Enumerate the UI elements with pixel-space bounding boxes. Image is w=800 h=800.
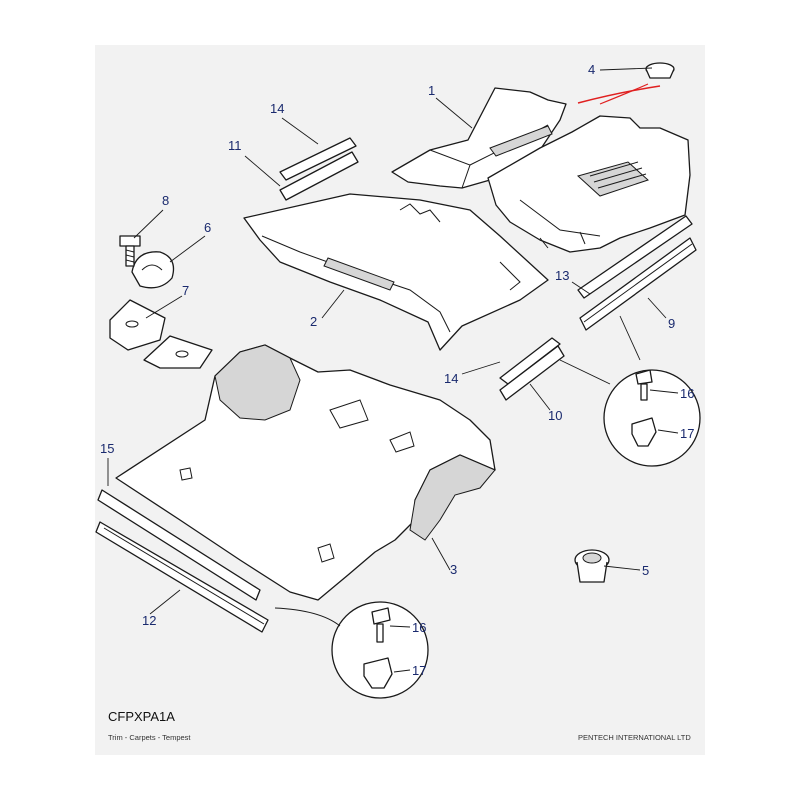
- fastener-detail-right: [603, 369, 701, 467]
- callout-11: 11: [228, 138, 242, 153]
- callout-17b: 17: [412, 663, 426, 678]
- callout-1: 1: [428, 83, 435, 98]
- part-3-rear-carpet[interactable]: [115, 344, 496, 601]
- part-4-plug[interactable]: [577, 62, 675, 105]
- callout-14b: 14: [444, 371, 458, 386]
- callout-12: 12: [142, 613, 156, 628]
- part-7-bracket[interactable]: [109, 299, 213, 369]
- callout-4: 4: [588, 62, 595, 77]
- part-17-clip-right: [631, 417, 657, 447]
- part-8-bolt[interactable]: [119, 235, 141, 267]
- part-12-long-sill[interactable]: [95, 521, 269, 633]
- part-10-sill-trim[interactable]: [499, 337, 565, 401]
- callout-16a: 16: [680, 386, 694, 401]
- part-9-sill-trim[interactable]: [577, 215, 697, 331]
- callout-13: 13: [555, 268, 569, 283]
- part-6-lashing-ring[interactable]: [131, 251, 175, 289]
- fastener-detail-bottom: [331, 601, 429, 699]
- part-15-finisher-strip[interactable]: [97, 489, 261, 601]
- callout-5: 5: [642, 563, 649, 578]
- part-1-front-carpet-right[interactable]: [487, 115, 691, 253]
- diagram-credit: PENTECH INTERNATIONAL LTD: [578, 733, 691, 742]
- callout-labels: 1 2 3 4 5 6 7 8 9 10 11 12 13 14 14 15 1…: [100, 62, 694, 678]
- callout-14a: 14: [270, 101, 284, 116]
- callout-7: 7: [182, 283, 189, 298]
- callout-10: 10: [548, 408, 562, 423]
- callout-2: 2: [310, 314, 317, 329]
- callout-17a: 17: [680, 426, 694, 441]
- part-2-tunnel-carpet[interactable]: [243, 193, 549, 351]
- diagram-caption: Trim - Carpets - Tempest: [108, 733, 191, 742]
- diagram-code: CFPXPA1A: [108, 709, 175, 724]
- callout-3: 3: [450, 562, 457, 577]
- callout-leaders: [107, 67, 679, 673]
- callout-9: 9: [668, 316, 675, 331]
- part-5-grommet[interactable]: [574, 549, 610, 583]
- callout-16b: 16: [412, 620, 426, 635]
- callout-15: 15: [100, 441, 114, 456]
- part-17-clip-bottom: [363, 657, 393, 689]
- part-11-finisher-strip[interactable]: [279, 137, 359, 201]
- callout-6: 6: [204, 220, 211, 235]
- part-16-screw-right: [635, 369, 653, 385]
- callout-8: 8: [162, 193, 169, 208]
- part-16-screw-bottom: [371, 607, 391, 625]
